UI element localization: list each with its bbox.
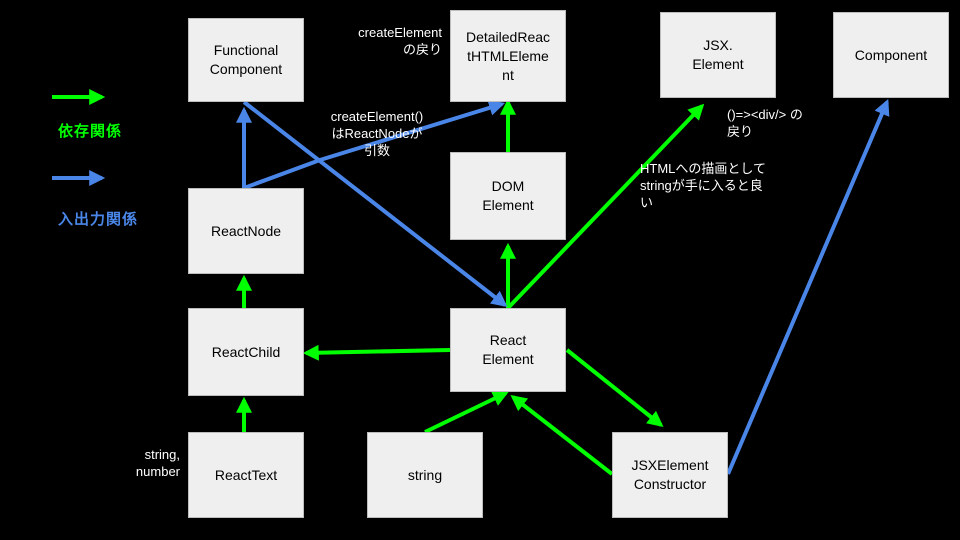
node-functional-component-label: Functional Component [209,42,283,77]
node-jsx-element[interactable]: JSX. Element [660,12,776,98]
node-react-node[interactable]: ReactNode [188,188,304,274]
node-jsx-element-constructor[interactable]: JSXElement Constructor [612,432,728,518]
node-string[interactable]: string [367,432,483,518]
edge-reactelement-to-jsxelement [506,103,705,310]
node-functional-component[interactable]: Functional Component [188,18,304,102]
node-detailed-label: DetailedReac tHTMLEleme nt [465,28,551,83]
note-create-element-return: createElement の戻り [358,25,442,57]
node-react-child[interactable]: ReactChild [188,308,304,396]
edge-jsxconstructor-to-component [726,99,890,475]
node-react-element[interactable]: React Element [450,308,566,392]
node-react-element-label: React Element [482,332,534,367]
note-arrow-div-return: ()=><div/> の 戻り [727,107,803,139]
note-create-element-arg: createElement() はReactNodeが 引数 [330,109,424,158]
node-detailed-react-html-element[interactable]: DetailedReac tHTMLEleme nt [450,10,566,102]
node-react-node-label: ReactNode [210,222,282,239]
legend-io-label: 入出力関係 [58,211,139,228]
node-react-child-label: ReactChild [211,343,281,360]
note-html-render: HTMLへの描画として stringが手に入ると良 い [640,161,766,210]
node-string-label: string [407,466,443,483]
node-component[interactable]: Component [833,12,949,98]
node-dom-element[interactable]: DOM Element [450,152,566,240]
node-dom-element-label: DOM Element [482,178,534,213]
node-react-text[interactable]: ReactText [188,432,304,518]
legend-dependency-label: 依存関係 [58,123,123,140]
edge-functional-to-reactelement [242,100,508,307]
node-jsx-constructor-label: JSXElement Constructor [631,457,709,492]
note-string-number: string, number [135,447,180,479]
node-jsx-element-label: JSX. Element [692,37,744,72]
edge-string-to-reactelement [424,391,509,434]
node-react-text-label: ReactText [214,466,278,483]
edge-reactelement-to-reactchild [302,344,451,361]
edge-jsxconstructor-to-reactelement [510,395,614,476]
edge-reactelement-to-jsxconstructor [565,348,664,427]
node-component-label: Component [854,46,928,63]
